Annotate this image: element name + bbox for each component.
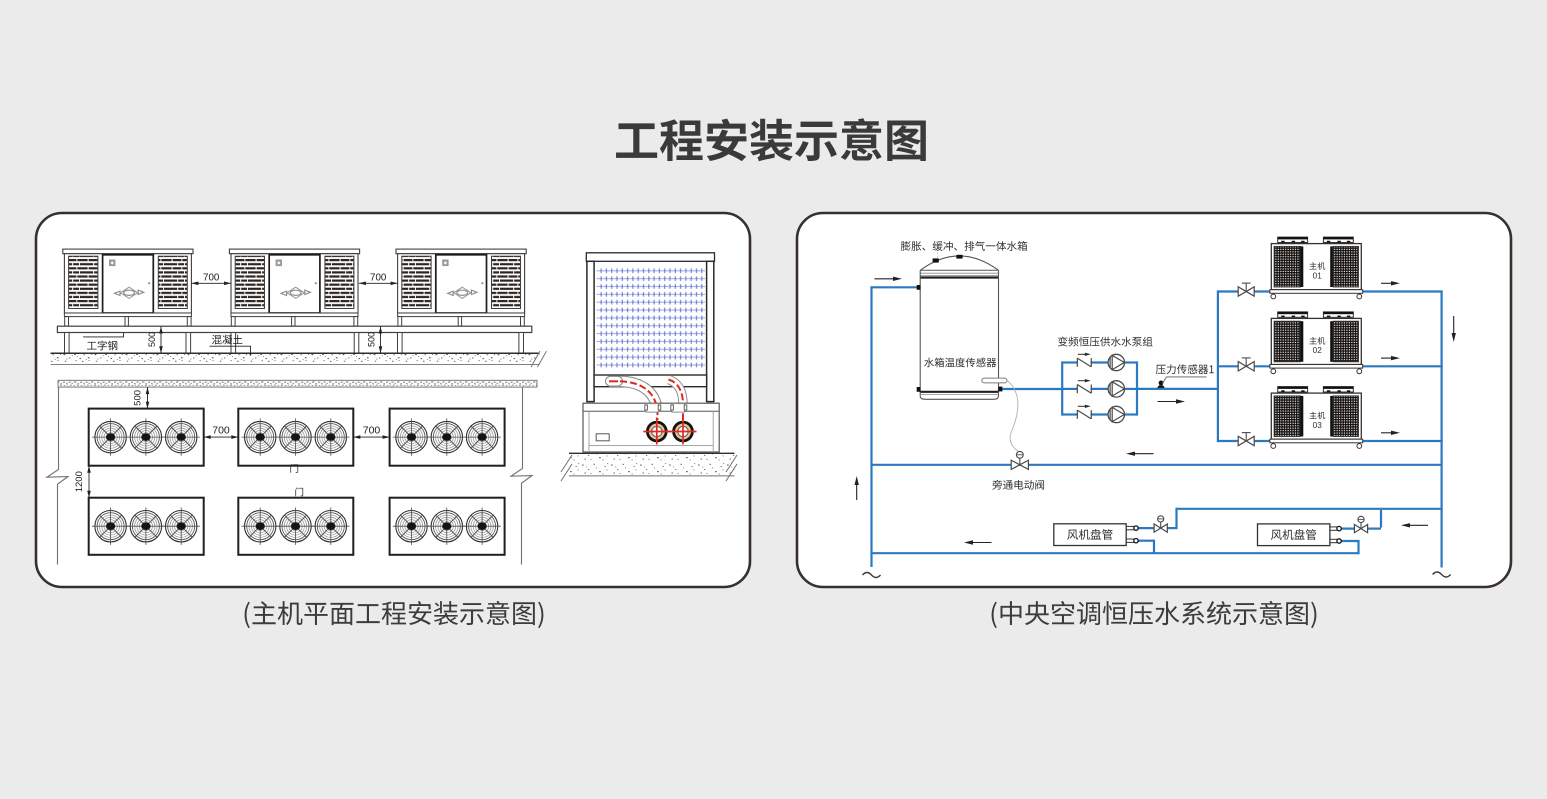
- svg-text:500: 500: [147, 332, 157, 347]
- svg-text:700: 700: [363, 424, 381, 436]
- svg-text:700: 700: [203, 273, 220, 284]
- svg-text:700: 700: [370, 273, 387, 284]
- svg-text:01: 01: [1313, 271, 1323, 280]
- svg-text:700: 700: [212, 424, 230, 436]
- svg-text:03: 03: [1313, 421, 1323, 430]
- svg-text:500: 500: [366, 332, 376, 347]
- svg-text:02: 02: [1313, 346, 1323, 355]
- svg-text:1200: 1200: [74, 471, 85, 492]
- svg-text:500: 500: [133, 390, 144, 406]
